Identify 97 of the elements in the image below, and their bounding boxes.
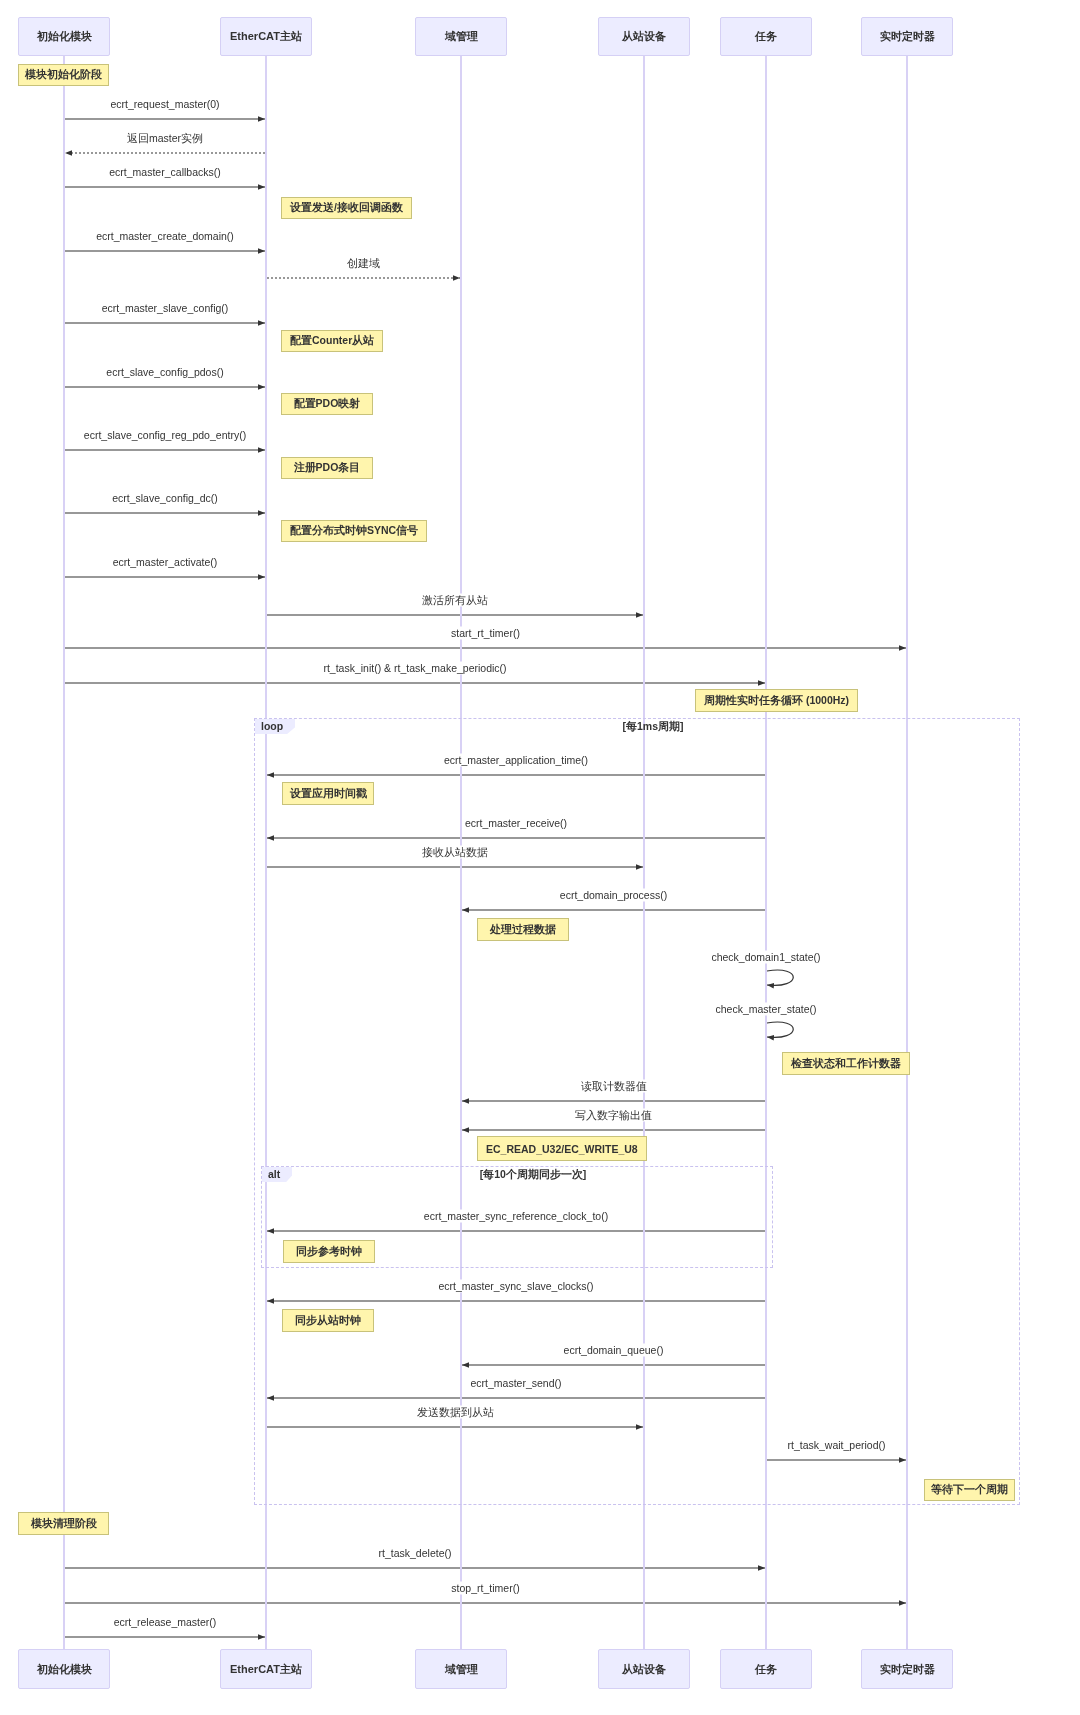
lifeline [63,56,65,1649]
note-box: 模块初始化阶段 [18,64,109,86]
edge-label: rt_task_wait_period() [785,1438,888,1452]
edge-label: rt_task_delete() [376,1546,454,1560]
participant-box: 域管理 [415,1649,507,1689]
note-box: 模块清理阶段 [18,1512,109,1535]
arrow [266,772,766,778]
arrow [266,1395,766,1401]
participant-box: 初始化模块 [18,17,110,56]
condition-text: [每10个周期同步一次] [479,1168,587,1182]
note-box: 配置Counter从站 [281,330,384,352]
arrow [766,1457,907,1463]
arrow [266,612,644,618]
edge-label: 激活所有从站 [420,593,490,607]
lifeline [906,56,908,1649]
edge-label: ecrt_master_application_time() [441,753,591,767]
frame-tag: loop [255,719,296,734]
edge-label: 发送数据到从站 [414,1405,496,1419]
condition-text: [每1ms周期] [622,720,684,734]
participant-box: 任务 [720,1649,812,1689]
lifeline [460,56,462,1649]
note-box: 配置PDO映射 [281,393,373,415]
note-box: 注册PDO条目 [281,457,373,479]
edge-label: ecrt_domain_queue() [561,1343,666,1357]
arrow [266,1424,644,1430]
frame-tag: alt [262,1167,293,1182]
participant-box: EtherCAT主站 [220,1649,312,1689]
arrow [64,680,766,686]
lifeline [265,56,267,1649]
edge-label: 创建域 [345,256,382,270]
edge-label: ecrt_slave_config_reg_pdo_entry() [81,428,249,442]
edge-label: ecrt_master_receive() [462,816,570,830]
edge-label: ecrt_master_activate() [110,555,220,569]
edge-label: ecrt_slave_config_pdos() [104,365,226,379]
edge-label: ecrt_slave_config_dc() [110,491,220,505]
edge-label: rt_task_init() & rt_task_make_periodic() [321,661,509,675]
arrow [766,1021,794,1041]
arrow [64,384,266,390]
participant-box: 初始化模块 [18,1649,110,1689]
edge-label: ecrt_master_sync_reference_clock_to() [421,1209,611,1223]
participant-box: 实时定时器 [861,17,953,56]
lifeline [643,56,645,1649]
arrow [64,150,266,156]
note-box: 设置发送/接收回调函数 [281,197,412,219]
arrow [266,835,766,841]
arrow [461,907,766,913]
participant-box: EtherCAT主站 [220,17,312,56]
edge-label: ecrt_request_master(0) [108,97,222,111]
edge-label: check_domain1_state() [709,950,823,964]
arrow [64,645,907,651]
arrow [766,969,794,989]
note-box: 配置分布式时钟SYNC信号 [281,520,428,542]
edge-label: stop_rt_timer() [449,1581,522,1595]
participant-box: 任务 [720,17,812,56]
arrow [64,184,266,190]
participant-box: 从站设备 [598,1649,690,1689]
arrow [64,1634,266,1640]
arrow [64,574,266,580]
edge-label: start_rt_timer() [449,626,522,640]
arrow [64,447,266,453]
edge-label: ecrt_master_sync_slave_clocks() [436,1279,596,1293]
edge-label: check_master_state() [713,1002,819,1016]
participant-box: 实时定时器 [861,1649,953,1689]
edge-label: 写入数字输出值 [573,1108,654,1122]
edge-label: ecrt_release_master() [111,1615,219,1629]
edge-label: ecrt_domain_process() [557,888,670,902]
note-box: 处理过程数据 [477,918,569,941]
note-box: 检查状态和工作计数器 [782,1052,910,1075]
note-box: 设置应用时间戳 [282,782,374,805]
note-box: 同步参考时钟 [283,1240,375,1263]
note-box: 等待下一个周期 [924,1479,1015,1501]
arrow [266,1298,766,1304]
arrow [266,864,644,870]
arrow [266,275,461,281]
edge-label: ecrt_master_send() [468,1376,564,1390]
edge-label: 返回master实例 [124,131,206,145]
arrow [266,1228,766,1234]
arrow [64,510,266,516]
arrow [461,1098,766,1104]
arrow [64,320,266,326]
note-box: EC_READ_U32/EC_WRITE_U8 [477,1136,647,1161]
edge-label: ecrt_master_callbacks() [107,165,223,179]
arrow [64,1600,907,1606]
arrow [64,1565,766,1571]
arrow [64,248,266,254]
lifeline [765,56,767,1649]
participant-box: 域管理 [415,17,507,56]
arrow [461,1127,766,1133]
edge-label: ecrt_master_create_domain() [94,229,236,243]
participant-box: 从站设备 [598,17,690,56]
edge-label: 读取计数器值 [578,1079,649,1093]
edge-label: 接收从站数据 [420,845,490,859]
edge-label: ecrt_master_slave_config() [99,301,231,315]
arrow [461,1362,766,1368]
note-box: 周期性实时任务循环 (1000Hz) [695,689,859,712]
arrow [64,116,266,122]
note-box: 同步从站时钟 [282,1309,374,1332]
